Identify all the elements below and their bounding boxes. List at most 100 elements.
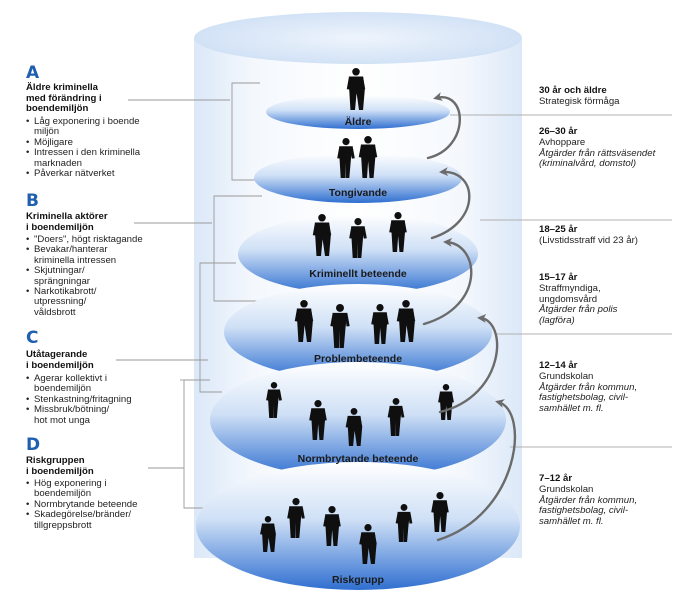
list-item: "Doers", högt risktagande xyxy=(26,234,143,246)
group-a-title-line: med förändring i xyxy=(26,92,102,104)
list-item: Normbrytande beteende xyxy=(26,499,137,511)
person-silhouette xyxy=(345,408,363,446)
tier-label-normbrytande: Normbrytande beteende xyxy=(298,453,419,465)
age-measure: Åtgärder från kommun, xyxy=(539,381,638,393)
list-item: Stenkastning/fritagning xyxy=(26,394,132,406)
group-d-title: Riskgruppen i boendemiljön xyxy=(26,455,94,477)
person-silhouette xyxy=(323,506,341,546)
age-block-12-14: 12–14 år Grundskolan Åtgärder från kommu… xyxy=(539,360,638,415)
age-measure: samhället m. fl. xyxy=(539,516,604,528)
person-silhouette xyxy=(358,136,378,178)
group-b-bullets: "Doers", högt risktagande Bevakar/hanter… xyxy=(26,234,143,318)
group-c-letter: C xyxy=(26,328,39,348)
arrow-riskgrupp-normbrytande xyxy=(436,399,517,542)
group-c-title-line: i boendemiljön xyxy=(26,359,94,371)
disc-problem xyxy=(224,284,492,380)
tier-label-aldre: Äldre xyxy=(345,115,372,128)
list-item: Möjligare xyxy=(26,137,140,149)
age-block-30plus: 30 år och äldre Strategisk förmåga xyxy=(539,85,620,108)
age-lines xyxy=(450,114,672,448)
age-range: 7–12 år xyxy=(539,473,573,484)
group-a-title-line: Äldre kriminella xyxy=(26,82,98,93)
person-silhouette xyxy=(294,300,314,342)
age-measure: samhället m. fl. xyxy=(539,403,604,415)
age-measure: fastighetsbolag, civil- xyxy=(539,392,629,404)
person-silhouette xyxy=(260,516,276,552)
disc-aldre xyxy=(266,95,450,129)
tier-label-tongivande: Tongivande xyxy=(329,187,387,199)
age-range: 12–14 år xyxy=(539,360,578,371)
progression-arrows xyxy=(422,92,517,542)
list-item: Narkotikabrott/utpressning/våldsbrott xyxy=(26,286,143,318)
person-silhouette xyxy=(346,68,366,110)
tier-labels: Äldre Tongivande Kriminellt beteende Pro… xyxy=(298,115,419,586)
age-measure: fastighetsbolag, civil- xyxy=(539,505,629,517)
disc-tongivande xyxy=(254,153,462,203)
group-d-letter: D xyxy=(26,435,41,455)
list-item: Skjutningar/sprängningar xyxy=(26,265,143,287)
group-b-letter: B xyxy=(26,191,39,211)
group-c-title-line: Utåtagerande xyxy=(26,349,88,360)
age-range: 15–17 år xyxy=(539,272,578,283)
group-b-title-line: Kriminella aktörer xyxy=(26,211,108,222)
person-silhouette xyxy=(359,524,377,564)
person-silhouette xyxy=(396,300,416,342)
person-silhouette xyxy=(371,304,389,344)
person-silhouette xyxy=(309,400,327,440)
silhouettes xyxy=(260,68,454,564)
arrow-problem-kriminellt xyxy=(422,237,473,326)
arrow-tongivande-aldre xyxy=(426,92,461,160)
age-note: Grundskolan xyxy=(539,370,594,382)
age-note: ungdomsvård xyxy=(539,293,598,305)
age-note: Strategisk förmåga xyxy=(539,95,620,107)
age-range: 30 år och äldre xyxy=(539,85,607,96)
person-silhouette xyxy=(395,504,413,542)
age-note: Avhoppare xyxy=(539,136,586,148)
cylinder-cap xyxy=(194,12,522,64)
group-a-title-line: boendemiljön xyxy=(26,103,89,114)
age-measure: Åtgärder från kommun, xyxy=(539,494,638,506)
person-silhouette xyxy=(337,138,355,178)
person-silhouette xyxy=(387,398,405,436)
age-range: 18–25 år xyxy=(539,224,578,235)
age-note: Grundskolan xyxy=(539,483,594,495)
bracket-lines xyxy=(116,82,262,509)
group-c-title: Utåtagerande i boendemiljön xyxy=(26,349,94,371)
person-silhouette xyxy=(312,214,332,256)
age-block-26-30: 26–30 år Avhoppare Åtgärder från rättsvä… xyxy=(539,126,655,170)
arrow-kriminellt-tongivande xyxy=(430,167,471,240)
age-measure: (lagföra) xyxy=(539,315,575,327)
person-silhouette xyxy=(330,304,350,348)
age-note: (Livstidsstraff vid 23 år) xyxy=(539,234,638,246)
age-measure: Åtgärder från polis xyxy=(539,304,618,316)
person-silhouette xyxy=(431,492,449,532)
age-block-15-17: 15–17 år Straffmyndiga, ungdomsvård Åtgä… xyxy=(539,272,618,327)
tier-label-kriminellt: Kriminellt beteende xyxy=(309,268,407,280)
group-d-title-line: Riskgruppen xyxy=(26,455,85,466)
group-a-title: Äldre kriminella med förändring i boende… xyxy=(26,82,102,115)
age-measure: (kriminalvård, domstol) xyxy=(539,158,637,170)
list-item: Påverkar nätverket xyxy=(26,168,140,180)
person-silhouette xyxy=(287,498,305,538)
person-silhouette xyxy=(389,212,407,252)
group-a-letter: A xyxy=(26,63,40,83)
tier-label-riskgrupp: Riskgrupp xyxy=(332,574,384,586)
tier-label-problem: Problembeteende xyxy=(314,353,402,365)
person-silhouette xyxy=(266,382,282,418)
group-b-title: Kriminella aktörer i boendemiljön xyxy=(26,211,108,233)
list-item: Skadegörelse/bränder/tillgreppsbrott xyxy=(26,509,137,531)
age-block-18-25: 18–25 år (Livstidsstraff vid 23 år) xyxy=(539,224,638,247)
person-silhouette xyxy=(349,218,367,258)
person-silhouette xyxy=(438,384,454,420)
arrow-normbrytande-problem xyxy=(438,313,499,414)
age-range: 26–30 år xyxy=(539,126,578,137)
list-item: Missbruk/bötning/hot mot unga xyxy=(26,404,132,426)
group-b-title-line: i boendemiljön xyxy=(26,221,94,233)
